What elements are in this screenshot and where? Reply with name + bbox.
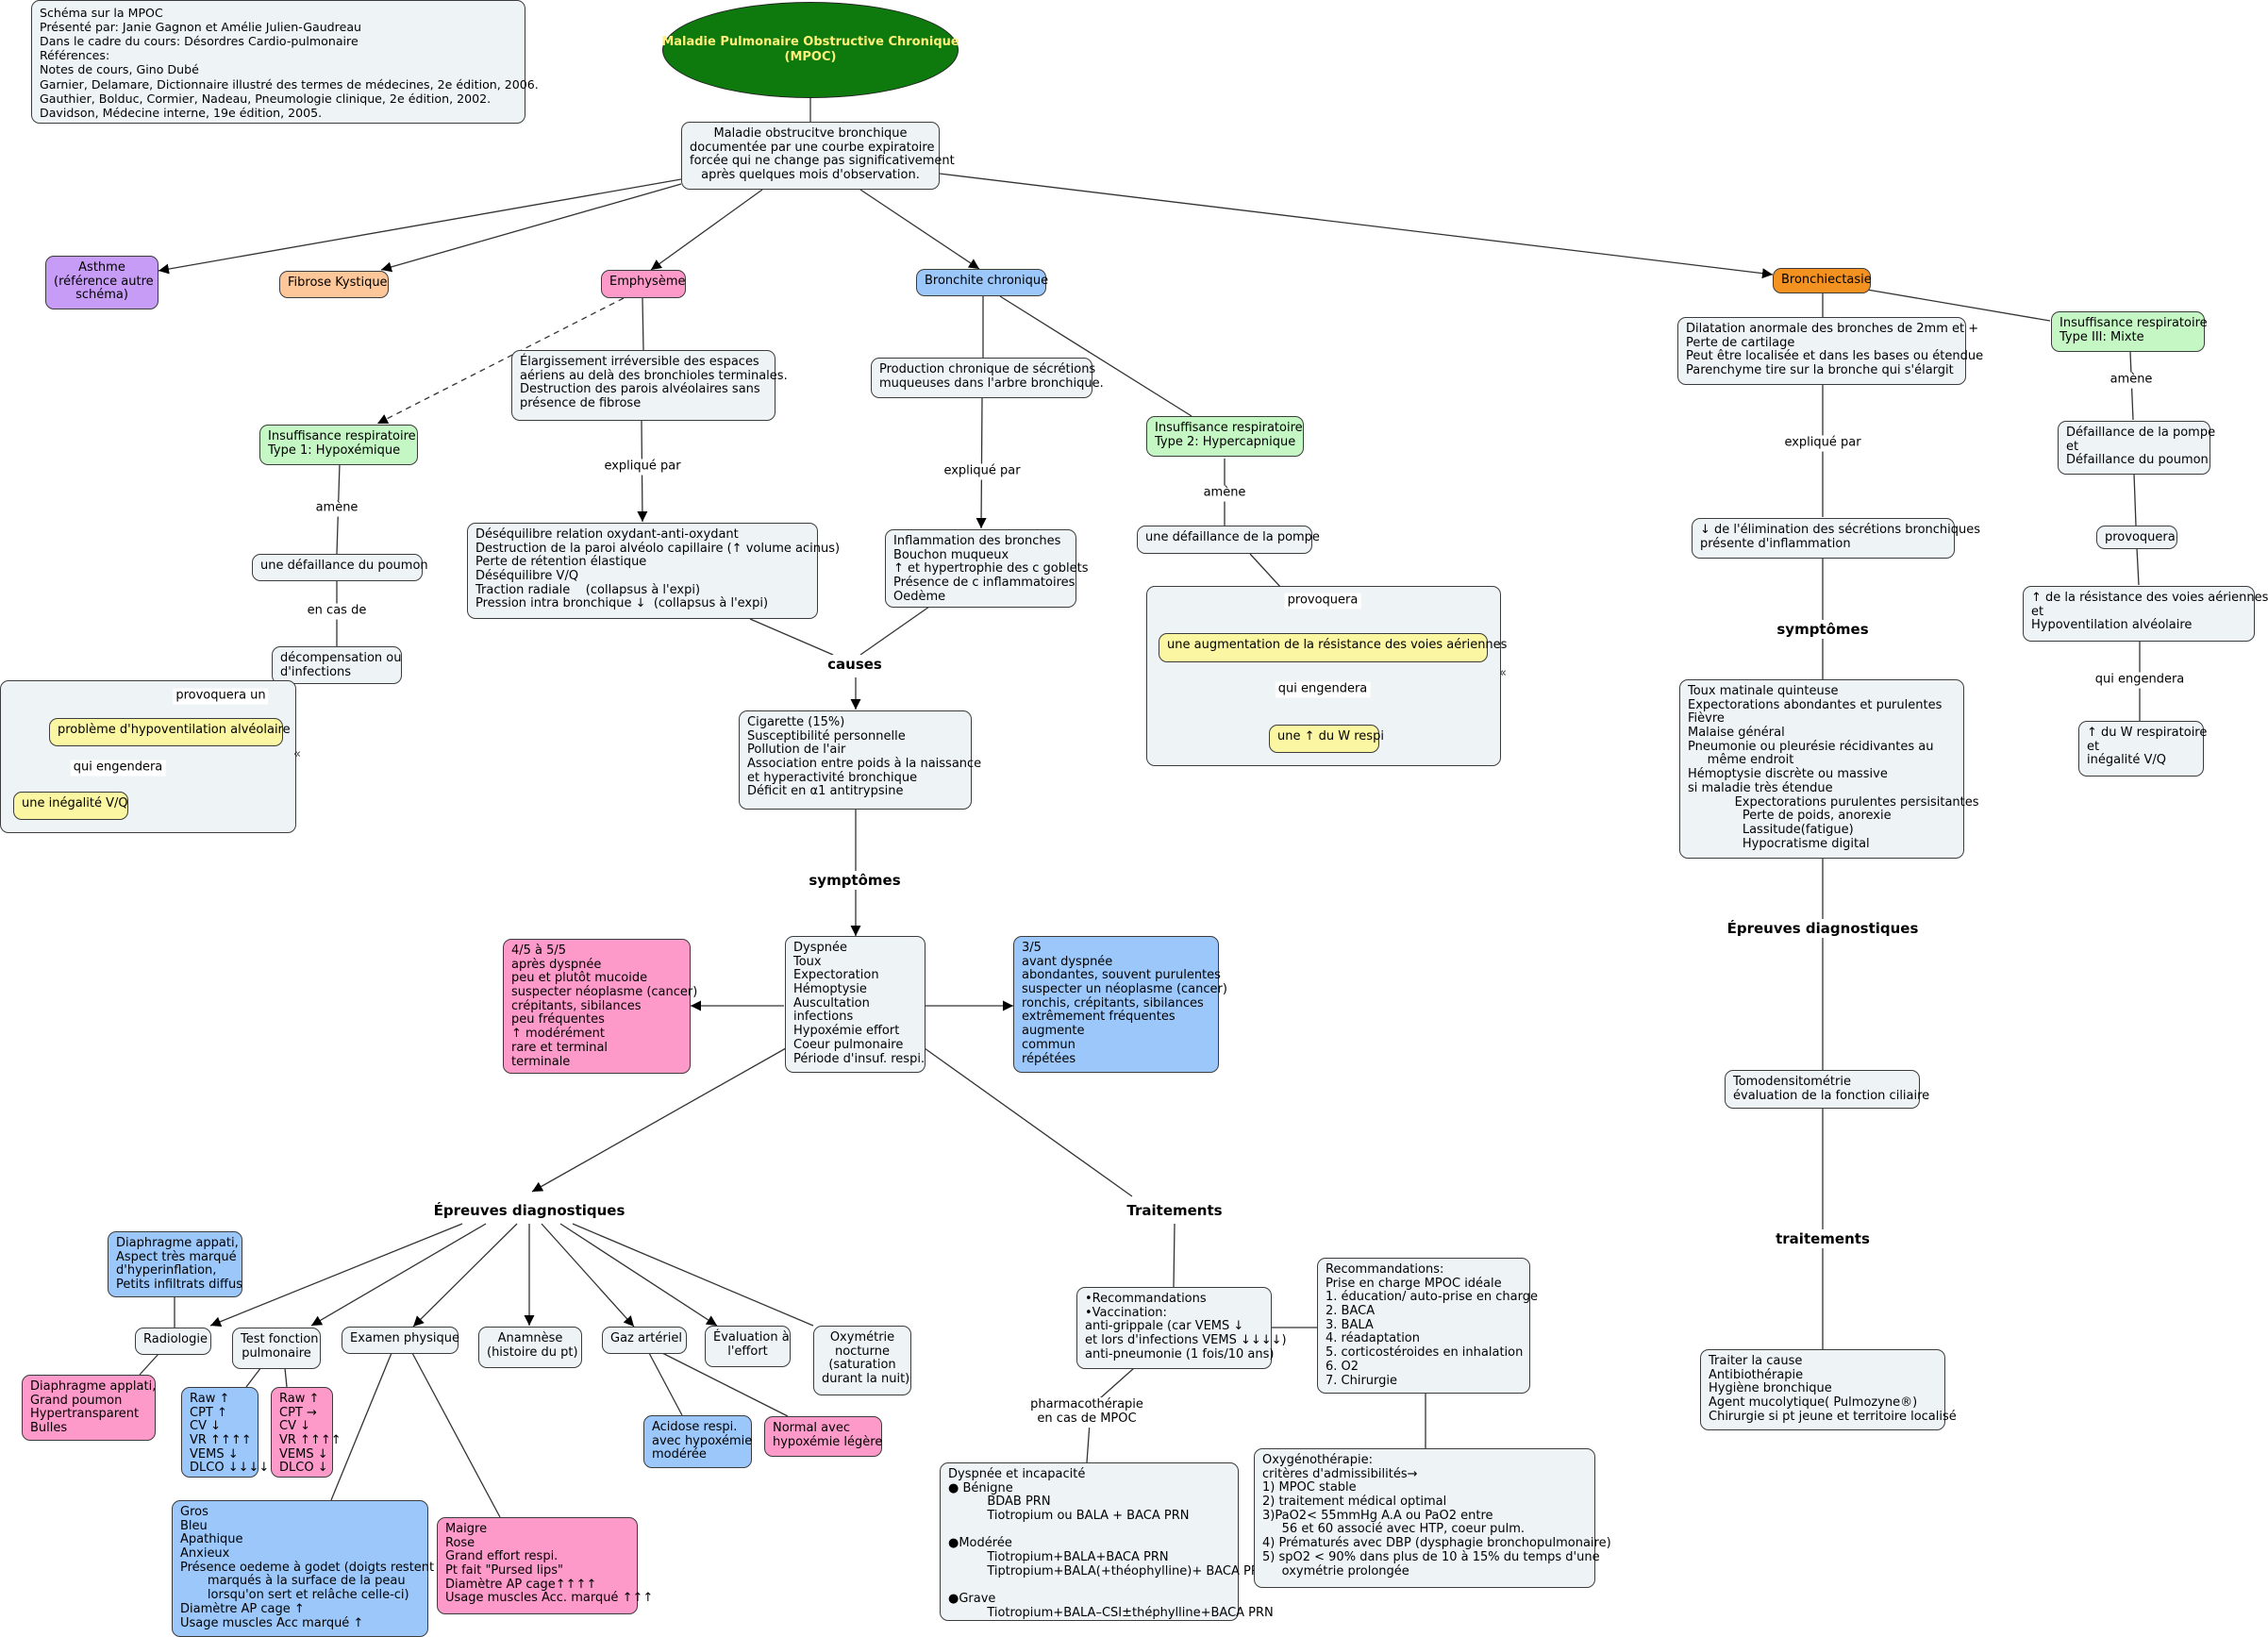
heading-symptomes: symptômes xyxy=(805,871,905,890)
examen-physique-node[interactable]: Examen physique xyxy=(342,1327,459,1354)
bronchiectasie-elimination-node[interactable]: ↓ de l'élimination des sécrétions bronch… xyxy=(1692,518,1980,559)
ir2-work-node[interactable]: une ↑ du W respi xyxy=(1269,725,1384,753)
bronchiectasie-treatment-node[interactable]: Traiter la cause Antibiothérapie Hygiène… xyxy=(1700,1349,1957,1430)
emphyseme-symptoms-node[interactable]: 4/5 à 5/5 après dyspnée peu et plutôt mu… xyxy=(503,939,697,1074)
ir3-provoquera-node[interactable]: provoquera xyxy=(2096,526,2177,549)
bronchiectasie-symptoms-node[interactable]: Toux matinale quinteuse Expectorations a… xyxy=(1679,679,1979,859)
test-fonction-pulmonaire-node[interactable]: Test fonction pulmonaire xyxy=(232,1328,321,1369)
recommendations-mpoc-node[interactable]: Recommandations: Prise en charge MPOC id… xyxy=(1317,1258,1538,1394)
edge-label-provoquera: provoquera xyxy=(1284,593,1361,610)
anamnese-node[interactable]: Anamnèse (histoire du pt) xyxy=(478,1327,582,1368)
bronchiectasie-node[interactable]: Bronchiectasie xyxy=(1773,268,1872,293)
radiology-emphyseme-node[interactable]: Diaphragme applati, Grand poumon Hypertr… xyxy=(22,1375,156,1441)
heading-epreuves-diagnostiques: Épreuves diagnostiques xyxy=(429,1201,629,1220)
symptoms-list-node[interactable]: Dyspnée Toux Expectoration Hémoptysie Au… xyxy=(785,936,926,1073)
evaluation-effort-node[interactable]: Évaluation à l'effort xyxy=(705,1326,791,1367)
ir-type1-node[interactable]: Insuffisance respiratoire Type 1: Hypoxé… xyxy=(259,425,418,465)
edge-label-amene-3: amène xyxy=(2107,372,2156,389)
pharmacotherapy-node[interactable]: Dyspnée et incapacité ● Bénigne BDAB PRN… xyxy=(940,1462,1274,1621)
collapse-icon-2[interactable]: « xyxy=(1499,666,1507,680)
emphyseme-definition-node[interactable]: Élargissement irréversible des espaces a… xyxy=(511,350,788,421)
oxymetrie-nocturne-node[interactable]: Oxymétrie nocturne (saturation durant la… xyxy=(813,1326,911,1395)
edge-label-explique-par: expliqué par xyxy=(601,459,684,476)
ir1-decompensation-node[interactable]: décompensation ou d'infections xyxy=(272,646,402,684)
edge-label-amene: amène xyxy=(312,500,361,517)
exam-bronchite-node[interactable]: Gros Bleu Apathique Anxieux Présence oed… xyxy=(172,1500,434,1637)
heading-bx-symptomes: symptômes xyxy=(1773,620,1873,639)
ir1-hypoventilation-node[interactable]: problème d'hypoventilation alvéolaire xyxy=(49,718,291,746)
bronchite-mechanism-node[interactable]: Inflammation des bronches Bouchon muqueu… xyxy=(885,529,1089,608)
edge-label-pharmacotherapie: pharmacothérapie en cas de MPOC xyxy=(1027,1397,1146,1428)
ir2-pump-failure-node[interactable]: une défaillance de la pompe xyxy=(1137,526,1320,554)
gaz-arteriel-node[interactable]: Gaz artériel xyxy=(602,1327,687,1354)
definition-node[interactable]: Maladie obstrucitve bronchique documenté… xyxy=(681,122,955,190)
exam-emphyseme-node[interactable]: Maigre Rose Grand effort respi. Pt fait … xyxy=(437,1517,653,1614)
edge-label-qui-engendera-2: qui engendera xyxy=(1275,681,1371,698)
ir-type2-node[interactable]: Insuffisance respiratoire Type 2: Hyperc… xyxy=(1146,416,1304,457)
bronchite-definition-node[interactable]: Production chronique de sécrétions muque… xyxy=(871,358,1104,398)
radiologie-node[interactable]: Radiologie xyxy=(135,1328,211,1355)
tfp-emphyseme-node[interactable]: Raw ↑ CPT → CV ↓ VR ↑↑↑↑ VEMS ↓ DLCO ↓ xyxy=(271,1387,342,1478)
edge-label-explique-par-3: expliqué par xyxy=(1781,435,1864,452)
edge-label-explique-par-2: expliqué par xyxy=(941,463,1024,480)
bronchiectasie-diagnostic-node[interactable]: Tomodensitométrie évaluation de la fonct… xyxy=(1725,1070,1929,1109)
references-box: Schéma sur la MPOC Présenté par: Janie G… xyxy=(31,0,539,124)
ir1-vq-inequality-node[interactable]: une inégalité V/Q xyxy=(13,792,128,820)
heading-causes: causes xyxy=(824,655,886,674)
edge-label-qui-engendera: qui engendera xyxy=(70,760,166,777)
oxygenotherapy-node[interactable]: Oxygénothérapie: critères d'admissibilit… xyxy=(1254,1448,1611,1588)
gaz-bronchite-node[interactable]: Acidose respi. avec hypoxémie modérée xyxy=(643,1415,752,1468)
tfp-bronchite-node[interactable]: Raw ↑ CPT ↑ CV ↓ VR ↑↑↑↑ VEMS ↓ DLCO ↓↓↓… xyxy=(181,1387,269,1478)
edge-label-amene-2: amène xyxy=(1200,485,1249,502)
radiology-bronchite-node[interactable]: Diaphragme appati, Aspect très marqué d'… xyxy=(108,1231,242,1297)
fibrose-kystique-node[interactable]: Fibrose Kystique xyxy=(279,271,389,298)
gaz-emphyseme-node[interactable]: Normal avec hypoxémie légère xyxy=(764,1416,882,1457)
ir3-failure-node[interactable]: Défaillance de la pompe et Défaillance d… xyxy=(2058,421,2215,475)
collapse-icon[interactable]: « xyxy=(293,747,301,761)
emphyseme-node[interactable]: Emphysème xyxy=(601,270,686,298)
heading-bx-epreuves: Épreuves diagnostiques xyxy=(1723,919,1923,938)
edge-label-en-cas-de: en cas de xyxy=(304,603,370,620)
bronchite-chronique-node[interactable]: Bronchite chronique xyxy=(916,269,1048,296)
ir3-work-node[interactable]: ↑ du W respiratoire et inégalité V/Q xyxy=(2078,721,2207,777)
asthme-node[interactable]: Asthme (référence autre schéma) xyxy=(45,256,158,309)
ir1-collapsed-group[interactable] xyxy=(0,680,296,833)
heading-bx-traitements: traitements xyxy=(1772,1229,1874,1248)
bronchiectasie-definition-node[interactable]: Dilatation anormale des bronches de 2mm … xyxy=(1677,317,1983,385)
ir1-lung-failure-node[interactable]: une défaillance du poumon xyxy=(252,554,428,581)
heading-traitements: Traitements xyxy=(1123,1201,1226,1220)
edge-label-provoquera-un: provoquera un xyxy=(173,688,269,705)
recommendations-vaccination-node[interactable]: •Recommandations •Vaccination: anti-grip… xyxy=(1076,1287,1287,1369)
ir-type3-node[interactable]: Insuffisance respiratoire Type III: Mixt… xyxy=(2051,311,2208,352)
edge-label-qui-engendera-3: qui engendera xyxy=(2092,672,2188,689)
title-node[interactable]: Maladie Pulmonaire Obstructive Chronique… xyxy=(661,2,959,98)
ir2-resistance-node[interactable]: une augmentation de la résistance des vo… xyxy=(1159,633,1507,662)
emphyseme-mechanism-node[interactable]: Déséquilibre relation oxydant-anti-oxyda… xyxy=(467,523,840,619)
bronchite-symptoms-node[interactable]: 3/5 avant dyspnée abondantes, souvent pu… xyxy=(1013,936,1227,1073)
causes-list-node[interactable]: Cigarette (15%) Susceptibilité personnel… xyxy=(739,710,981,810)
ir3-resistance-node[interactable]: ↑ de la résistance des voies aériennes e… xyxy=(2023,586,2268,642)
